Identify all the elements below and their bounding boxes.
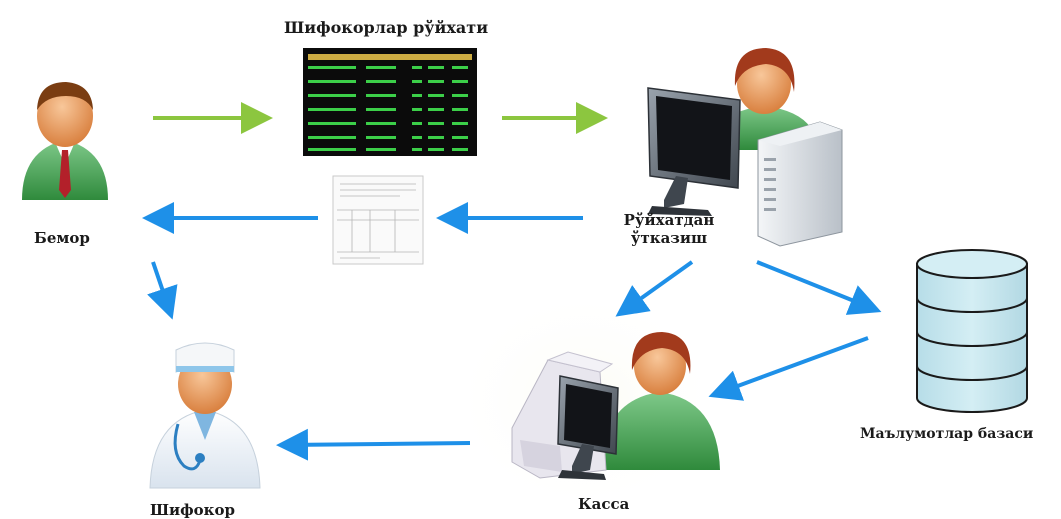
arrow-cashier-to-doctor	[276, 428, 471, 461]
patient-icon	[22, 82, 108, 200]
arrow-database-to-cashier	[708, 336, 869, 401]
patient-label: Бемор	[34, 229, 90, 247]
database-label: Маълумотлар базаси	[860, 426, 1034, 442]
cashier-label: Касса	[578, 495, 630, 513]
arrow-registration-to-database	[756, 260, 882, 315]
database-icon	[916, 249, 1028, 413]
arrow-registration-to-cashier	[615, 260, 694, 317]
doctor-list-board-icon	[303, 48, 477, 156]
cashier-workstation-icon	[470, 305, 720, 495]
registration-workstation-icon	[647, 48, 843, 247]
doctor-icon	[149, 342, 261, 489]
registration-label: Рўйхатдан ўтказиш	[614, 211, 724, 247]
doctor-label: Шифокор	[150, 501, 236, 519]
registration-label-line2: ўтказиш	[630, 229, 708, 247]
registration-form-icon	[332, 175, 424, 265]
registration-label-line1: Рўйхатдан	[623, 211, 715, 229]
doctor-list-label: Шифокорлар рўйхати	[284, 18, 489, 37]
arrow-patient-to-doctor	[147, 261, 178, 320]
